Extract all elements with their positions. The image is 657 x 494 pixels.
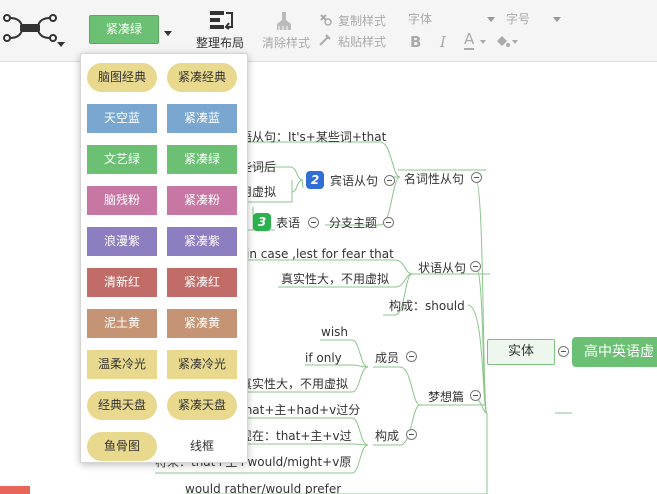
font-family-caret — [487, 17, 495, 22]
copy-style-icon — [320, 14, 332, 26]
real-no-subjunctive-node-2[interactable]: 真实性大，不用虚拟 — [240, 377, 349, 391]
member-node[interactable]: 成员 — [375, 351, 400, 365]
collapse-toggle-icon[interactable] — [558, 346, 569, 357]
subject-clause-node[interactable]: 语从句：It's+某些词+that — [240, 130, 387, 144]
mindmap-structure-icon[interactable] — [2, 10, 58, 46]
past-form-node[interactable]: that+主+had+v过分 — [240, 403, 361, 417]
collapse-toggle-icon[interactable] — [384, 175, 395, 186]
clear-style-label: 清除样式 — [262, 36, 311, 50]
would-rather-node[interactable]: would rather/would prefer — [185, 482, 342, 494]
theme-option[interactable]: 紧凑黄 — [167, 309, 237, 338]
layout-button-label[interactable]: 整理布局 — [196, 36, 245, 50]
fill-color-caret — [512, 40, 518, 44]
appositive-branch-node[interactable]: 分支主题 — [329, 216, 378, 230]
theme-option[interactable]: 紧凑红 — [167, 268, 237, 297]
root-topic-node[interactable]: 高中英语虚 — [572, 337, 657, 367]
toolbar: 紧凑绿 整理布局 清除样式 复制样式 粘贴样式 字体 字号 B I A — [0, 0, 657, 62]
adverbial-clause-node[interactable]: 状语从句 — [418, 261, 467, 275]
theme-option[interactable]: 脑残粉 — [87, 186, 157, 215]
theme-option[interactable]: 泥土黄 — [87, 309, 157, 338]
form-node[interactable]: 构成 — [375, 429, 400, 443]
status-mark — [0, 486, 30, 494]
should-form-node[interactable]: 构成：should — [389, 299, 465, 313]
collapse-toggle-icon[interactable] — [470, 261, 481, 272]
theme-option[interactable]: 紧凑蓝 — [167, 104, 237, 133]
collapse-toggle-icon[interactable] — [406, 429, 417, 440]
priority-3-icon: 3 — [253, 213, 271, 231]
font-color-button: A — [464, 30, 475, 50]
italic-button: I — [440, 33, 446, 51]
theme-option[interactable]: 经典天盘 — [87, 391, 157, 420]
bold-button: B — [410, 33, 422, 51]
theme-option[interactable]: 线框 — [189, 439, 214, 453]
structure-dropdown-caret[interactable] — [57, 42, 65, 47]
collapse-toggle-icon[interactable] — [406, 351, 417, 362]
paste-style-label: 粘贴样式 — [338, 35, 387, 49]
theme-option[interactable]: 天空蓝 — [87, 104, 157, 133]
collapse-toggle-icon[interactable] — [471, 172, 482, 183]
real-no-subjunctive-node[interactable]: 真实性大，不用虚拟 — [281, 272, 390, 286]
dream-node[interactable]: 梦想篇 — [428, 390, 465, 404]
some-words-node[interactable]: 些词后 — [240, 160, 277, 174]
theme-option[interactable]: 紧凑天盘 — [167, 391, 237, 420]
object-clause-node[interactable]: 宾语从句 — [330, 174, 379, 188]
fill-color-icon — [497, 36, 510, 47]
font-size-select: 字号 — [506, 12, 531, 26]
if-only-node[interactable]: if only — [305, 351, 342, 365]
collapse-toggle-icon[interactable] — [383, 217, 394, 228]
clear-style-icon — [277, 12, 291, 30]
priority-2-icon: 2 — [306, 171, 324, 189]
theme-option[interactable]: 文艺绿 — [87, 145, 157, 174]
theme-selector-button[interactable]: 紧凑绿 — [89, 15, 159, 44]
present-form-node[interactable]: 现在：that+主+v过 — [240, 429, 352, 443]
paste-style-icon — [319, 34, 331, 46]
theme-option[interactable]: 紧凑紫 — [167, 227, 237, 256]
collapse-toggle-icon[interactable] — [308, 217, 319, 228]
theme-dropdown-menu: 脑图经典紧凑经典天空蓝紧凑蓝文艺绿紧凑绿脑残粉紧凑粉浪漫紫紧凑紫清新红紧凑红泥土… — [80, 53, 248, 463]
theme-option[interactable]: 紧凑绿 — [167, 145, 237, 174]
font-color-caret — [480, 40, 486, 44]
theme-option[interactable]: 温柔冷光 — [87, 350, 157, 379]
theme-option[interactable]: 清新红 — [87, 268, 157, 297]
mindmap-canvas[interactable]: 语从句：It's+某些词+that 些词后 2 宾语从句 名词性从句 用虚拟 3… — [0, 62, 657, 494]
theme-option[interactable]: 脑图经典 — [87, 63, 157, 92]
noun-clause-node[interactable]: 名词性从句 — [404, 172, 465, 186]
entity-node[interactable]: 实体 — [487, 339, 555, 365]
layout-icon[interactable] — [208, 9, 236, 31]
collapse-toggle-icon[interactable] — [470, 390, 481, 401]
copy-style-label: 复制样式 — [338, 14, 387, 28]
in-case-node[interactable]: in case ,lest for fear that — [246, 247, 394, 261]
theme-option[interactable]: 鱼骨图 — [87, 432, 157, 461]
subjunctive-node[interactable]: 用虚拟 — [240, 185, 277, 199]
theme-option[interactable]: 紧凑经典 — [167, 63, 237, 92]
theme-option[interactable]: 紧凑冷光 — [167, 350, 237, 379]
predicative-clause-node[interactable]: 表语 — [276, 216, 301, 230]
font-size-caret — [553, 17, 561, 22]
theme-option[interactable]: 紧凑粉 — [167, 186, 237, 215]
wish-node[interactable]: wish — [321, 325, 349, 339]
theme-option[interactable]: 浪漫紫 — [87, 227, 157, 256]
theme-dropdown-caret[interactable] — [164, 31, 172, 36]
font-family-select: 字体 — [408, 12, 433, 26]
